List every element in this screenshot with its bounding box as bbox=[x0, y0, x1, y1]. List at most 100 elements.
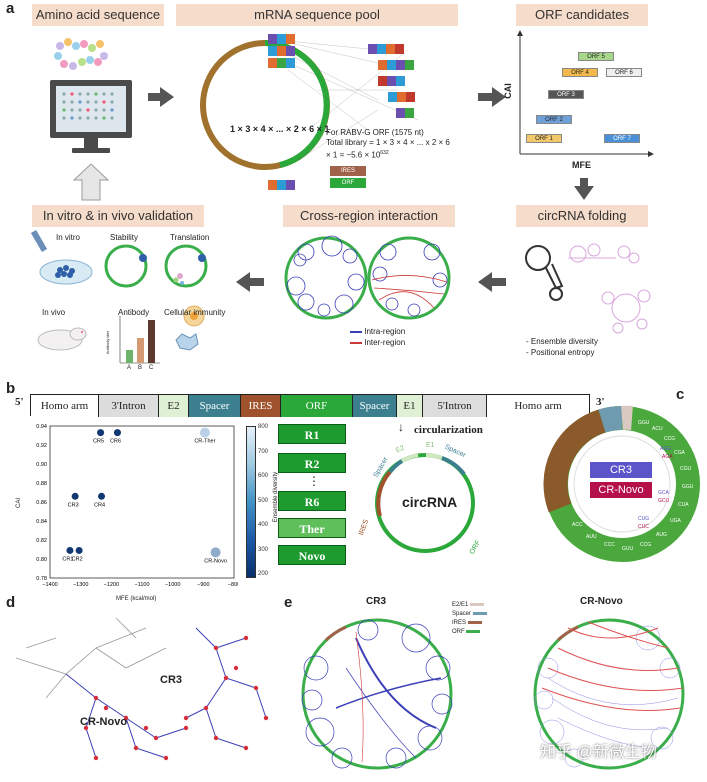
arc-legend-spacer: Spacer bbox=[452, 611, 487, 617]
segment-homo-arm-left: Homo arm bbox=[31, 395, 99, 417]
scatter-point bbox=[71, 492, 79, 500]
y-tick-label: 0.94 bbox=[36, 424, 47, 430]
scatter-point bbox=[97, 429, 105, 437]
bar-label-b: B bbox=[138, 365, 143, 371]
panel-a-letter: a bbox=[6, 0, 15, 17]
scatter-x-label: MFE (kcal/mol) bbox=[116, 596, 157, 602]
arrow-right-icon bbox=[160, 87, 174, 107]
circrna-label: circRNA bbox=[402, 494, 458, 510]
colorbar bbox=[246, 426, 256, 578]
svg-text:UGA: UGA bbox=[670, 518, 682, 524]
variant-box-r1: R1 bbox=[278, 424, 346, 444]
scatter-point-label: CR6 bbox=[110, 439, 121, 445]
arc-legend-e2e1: E2/E1 bbox=[452, 602, 485, 608]
folding-notes: - Ensemble diversity - Positional entrop… bbox=[526, 337, 599, 357]
variant-box-r2: R2 bbox=[278, 453, 346, 473]
svg-text:AGG: AGG bbox=[660, 446, 671, 452]
svg-text:CGA: CGA bbox=[674, 450, 686, 456]
segment-ires: IRES bbox=[241, 395, 281, 417]
label-translation: Translation bbox=[170, 233, 210, 242]
y-tick-label: 0.88 bbox=[36, 481, 47, 487]
variant-box-ther: Ther bbox=[278, 518, 346, 538]
svg-text:ACU: ACU bbox=[652, 426, 663, 432]
x-tick-label: −1400 bbox=[42, 582, 57, 588]
scatter-point-label: CR4 bbox=[94, 502, 105, 508]
label-stability: Stability bbox=[110, 233, 139, 242]
arrow-shaft bbox=[478, 93, 492, 101]
svg-text:CUG: CUG bbox=[638, 516, 649, 522]
svg-text:AUU: AUU bbox=[586, 534, 597, 540]
x-tick-label: −800 bbox=[228, 582, 238, 588]
scatter-point-label: CR5 bbox=[93, 439, 104, 445]
plot-frame bbox=[49, 425, 235, 579]
segment-5-intron: 5'Intron bbox=[423, 395, 487, 417]
segment-e2: E2 bbox=[159, 395, 189, 417]
scatter-point bbox=[113, 429, 121, 437]
header-amino: Amino acid sequence bbox=[32, 4, 164, 26]
arrow-shaft bbox=[148, 93, 160, 101]
orf-7-box: ORF 7 bbox=[604, 134, 640, 143]
segment-spacer-left: Spacer bbox=[189, 395, 241, 417]
orf-2-box: ORF 2 bbox=[536, 115, 572, 124]
orf-3-box: ORF 3 bbox=[548, 90, 584, 99]
y-tick-label: 0.90 bbox=[36, 462, 47, 468]
arrow-left-icon bbox=[478, 272, 492, 292]
colorbar-tick-label: 300 bbox=[258, 546, 269, 553]
label-in-vivo: In vivo bbox=[42, 308, 66, 317]
svg-text:AGA: AGA bbox=[662, 454, 673, 460]
x-tick-label: −1100 bbox=[134, 582, 149, 588]
variant-box-ellipsis: ⋮ bbox=[308, 474, 320, 488]
circrna-ring bbox=[375, 453, 475, 553]
pool-legend-ires: IRES bbox=[330, 166, 366, 176]
svg-text:CCG: CCG bbox=[664, 436, 675, 442]
x-tick-label: −1000 bbox=[165, 582, 180, 588]
circrna-arc-e1: E1 bbox=[426, 442, 435, 449]
structure-tree-illustration bbox=[15, 617, 269, 761]
segment-orf: ORF bbox=[281, 395, 353, 417]
bar-label-a: A bbox=[127, 365, 132, 371]
scatter-point bbox=[66, 546, 74, 554]
arc-plot-title-cr3: CR3 bbox=[366, 596, 387, 607]
cai-mfe-scatter-chart: −1400−1300−1200−1100−1000−900−8000.940.9… bbox=[36, 424, 238, 588]
colorbar-tick-label: 700 bbox=[258, 448, 269, 455]
panel-d-letter: d bbox=[6, 594, 16, 611]
svg-text:GCA: GCA bbox=[658, 490, 670, 496]
svg-text:CCC: CCC bbox=[604, 542, 615, 548]
colorbar-tick-label: 500 bbox=[258, 497, 269, 504]
header-cross-region: Cross-region interaction bbox=[283, 205, 455, 227]
svg-text:CCG: CCG bbox=[640, 542, 651, 548]
folding-structures bbox=[525, 243, 651, 334]
validation-illustrations bbox=[30, 229, 208, 364]
tree-label-cr-novo: CR-Novo bbox=[80, 716, 128, 728]
y-tick-label: 0.78 bbox=[36, 576, 47, 582]
svg-text:CUA: CUA bbox=[678, 502, 689, 508]
scatter-point bbox=[210, 547, 221, 558]
segment-e1: E1 bbox=[397, 395, 423, 417]
scatter-point-label: CR-Novo bbox=[204, 558, 227, 564]
panel-e-letter: e bbox=[284, 594, 293, 611]
scatter-point bbox=[75, 546, 83, 554]
codon-ring-label-cr3: CR3 bbox=[590, 462, 652, 478]
scatter-point bbox=[98, 492, 106, 500]
arrow-down-icon bbox=[574, 186, 594, 200]
arc-plot-cr3 bbox=[301, 618, 453, 770]
svg-text:CUC: CUC bbox=[638, 524, 649, 530]
segment-spacer-right: Spacer bbox=[353, 395, 397, 417]
y-tick-label: 0.80 bbox=[36, 557, 47, 563]
panel-c-letter: c bbox=[676, 386, 685, 403]
header-folding: circRNA folding bbox=[516, 205, 648, 227]
amino-acid-chain-illustration bbox=[50, 38, 132, 201]
arrow-right-icon bbox=[492, 87, 506, 107]
segment-homo-arm-right: Homo arm bbox=[487, 395, 589, 417]
construct-3-prime: 3' bbox=[596, 396, 605, 408]
svg-text:GGU: GGU bbox=[682, 484, 694, 490]
colorbar-tick-label: 400 bbox=[258, 522, 269, 528]
codon-ring-label-novo: CR-Novo bbox=[590, 482, 652, 498]
arrow-shaft bbox=[580, 178, 588, 186]
colorbar-tick-label: 800 bbox=[258, 424, 269, 430]
orf-y-axis-label: CAI bbox=[502, 83, 513, 99]
arc-plot-cr-novo bbox=[533, 618, 685, 770]
svg-text:AUG: AUG bbox=[656, 532, 667, 538]
codon-blocks-illustration bbox=[268, 34, 419, 190]
